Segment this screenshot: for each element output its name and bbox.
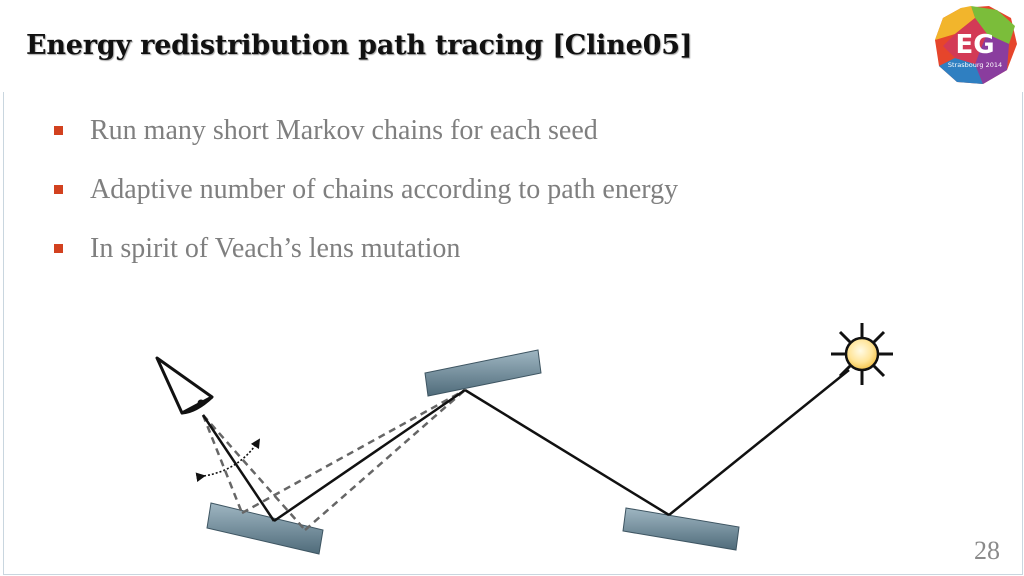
mutation-arrow-icon bbox=[195, 438, 261, 482]
title-bar: Energy redistribution path tracing [Clin… bbox=[0, 0, 1024, 92]
bullet-item: Adaptive number of chains according to p… bbox=[54, 171, 678, 230]
bullet-item: In spirit of Veach’s lens mutation bbox=[54, 230, 678, 289]
surface-top bbox=[424, 349, 542, 397]
logo-caption: Strasbourg 2014 bbox=[948, 61, 1002, 69]
bullet-text: Run many short Markov chains for each se… bbox=[90, 115, 598, 146]
content-frame bbox=[3, 92, 1023, 575]
bullet-text: Adaptive number of chains according to p… bbox=[90, 174, 679, 205]
eye-camera-icon bbox=[155, 356, 214, 415]
page-number: 28 bbox=[974, 536, 1000, 565]
bullet-item: Run many short Markov chains for each se… bbox=[54, 112, 678, 171]
logo-letters: EG bbox=[955, 30, 994, 60]
eg-logo-icon: EG Strasbourg 2014 bbox=[935, 6, 1017, 84]
surface-left bbox=[206, 502, 324, 555]
bullet-text: In spirit of Veach’s lens mutation bbox=[90, 233, 461, 264]
bullet-square-icon bbox=[54, 244, 63, 253]
sun-light-icon bbox=[831, 323, 893, 385]
slide-title: Energy redistribution path tracing [Clin… bbox=[26, 30, 693, 61]
bullet-square-icon bbox=[54, 126, 63, 135]
light-path bbox=[201, 369, 850, 523]
bullet-list: Run many short Markov chains for each se… bbox=[54, 112, 678, 289]
bullet-square-icon bbox=[54, 185, 63, 194]
surface-bottom bbox=[622, 507, 740, 551]
